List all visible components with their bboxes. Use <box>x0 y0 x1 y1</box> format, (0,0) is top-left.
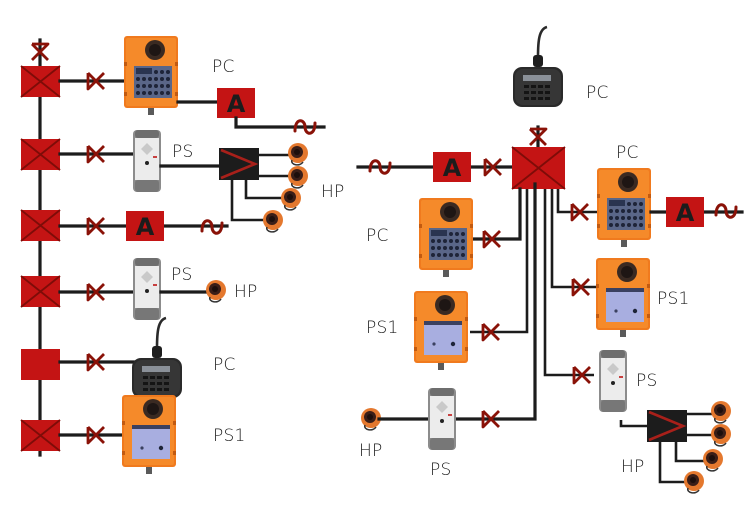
wire <box>543 189 594 377</box>
horn-speaker-icon[interactable] <box>262 209 284 233</box>
wire <box>244 180 286 200</box>
industrial-speaker-station-device[interactable] <box>414 291 468 370</box>
svg-text:A: A <box>676 199 695 227</box>
wall-intercom-device[interactable] <box>133 130 161 192</box>
device-label: PS <box>430 460 451 480</box>
wall-intercom-device[interactable] <box>599 350 627 412</box>
svg-text:A: A <box>136 213 155 241</box>
wire <box>674 442 708 463</box>
svg-text:A: A <box>443 154 462 182</box>
industrial-telephone-keypad-device[interactable] <box>597 168 651 247</box>
desk-microphone-console-device[interactable] <box>511 25 565 109</box>
device-label: PS <box>171 265 192 285</box>
device-label: PS1 <box>657 289 689 309</box>
device-label: HP <box>621 457 644 477</box>
industrial-speaker-station-device[interactable] <box>596 258 650 337</box>
junction-box-plain-icon[interactable] <box>21 349 60 380</box>
junction-box-icon[interactable] <box>20 275 61 308</box>
device-label: PC <box>586 83 609 103</box>
device-label: PC <box>212 57 235 77</box>
junction-box-icon[interactable] <box>20 419 61 452</box>
amplifier-icon[interactable]: A <box>666 197 704 227</box>
horn-speaker-icon[interactable] <box>287 165 309 189</box>
svg-text:A: A <box>227 90 246 118</box>
horn-speaker-icon[interactable] <box>287 142 309 166</box>
central-junction-box-icon[interactable] <box>511 146 566 190</box>
industrial-telephone-keypad-device[interactable] <box>124 36 178 115</box>
junction-box-icon[interactable] <box>20 209 61 242</box>
wall-intercom-device[interactable] <box>133 258 161 320</box>
horn-speaker-icon[interactable] <box>205 279 227 303</box>
wire <box>470 189 529 334</box>
wire <box>619 420 648 428</box>
device-label: HP <box>321 182 344 202</box>
wall-intercom-device[interactable] <box>428 388 456 450</box>
device-label: HP <box>234 282 257 302</box>
amplifier-icon[interactable]: A <box>126 211 164 241</box>
device-label: PS1 <box>366 318 398 338</box>
horn-speaker-icon[interactable] <box>683 470 705 494</box>
device-label: PC <box>616 143 639 163</box>
amplifier-icon[interactable]: A <box>217 88 255 118</box>
horn-speaker-icon[interactable] <box>710 400 732 424</box>
horn-speaker-icon[interactable] <box>710 423 732 447</box>
horn-speaker-icon[interactable] <box>280 187 302 211</box>
device-label: PS1 <box>213 426 245 446</box>
amplifier-icon[interactable]: A <box>433 152 471 182</box>
splitter-icon[interactable] <box>217 146 261 182</box>
junction-box-icon[interactable] <box>20 138 61 171</box>
device-label: PS <box>172 142 193 162</box>
wire <box>234 116 326 129</box>
splitter-icon[interactable] <box>645 408 689 444</box>
wire <box>658 442 690 484</box>
device-label: HP <box>359 441 382 461</box>
junction-box-icon[interactable] <box>20 65 61 98</box>
wire <box>556 189 598 214</box>
wire <box>230 180 270 222</box>
left-system: PC A PS HP A P <box>20 36 344 474</box>
device-label: PS <box>636 371 657 391</box>
industrial-telephone-keypad-device[interactable] <box>419 198 473 277</box>
industrial-speaker-station-device[interactable] <box>122 395 176 474</box>
desk-microphone-console-device[interactable] <box>130 316 184 400</box>
horn-speaker-icon[interactable] <box>702 448 724 472</box>
device-label: PC <box>213 355 236 375</box>
right-system: PC A PC A <box>356 25 744 494</box>
device-label: PC <box>366 226 389 246</box>
wire <box>472 187 522 241</box>
